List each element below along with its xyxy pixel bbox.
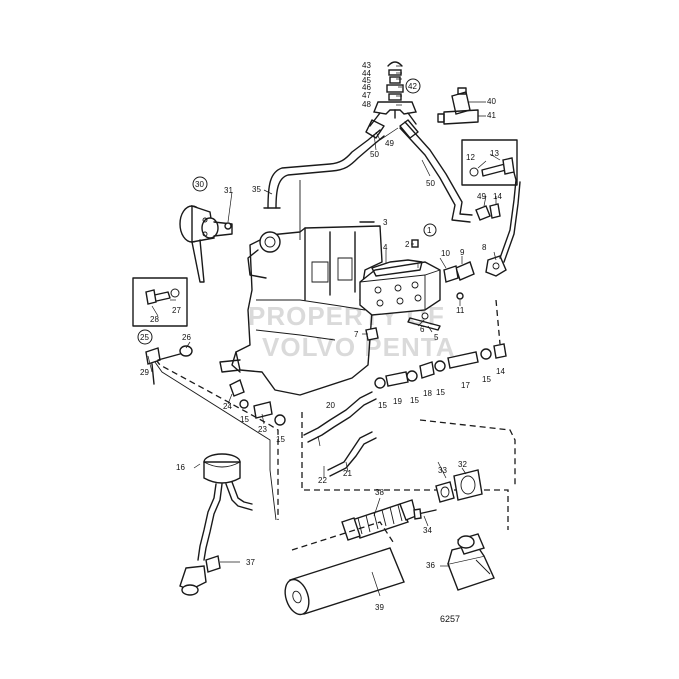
bolt-kit-12-13 (461, 139, 518, 186)
bolt-kit-27-28 (132, 277, 188, 327)
bolt-31 (224, 222, 232, 230)
callout-21: 21 (343, 469, 352, 478)
callout-11: 11 (456, 306, 465, 315)
muffler-39 (284, 521, 405, 616)
bolt-34 (413, 508, 437, 520)
callout-43: 43 (362, 61, 371, 70)
callout-17: 17 (461, 381, 470, 390)
callout-12: 12 (466, 153, 475, 162)
filter-16 (179, 453, 253, 596)
callout-50-right: 50 (426, 179, 435, 188)
callout-16: 16 (176, 463, 185, 472)
hose-38 (341, 499, 417, 541)
left-couplings (229, 379, 286, 426)
hose-35 (263, 129, 385, 240)
callout-28: 28 (150, 315, 159, 324)
callout-labels: 1 2 3 4 5 6 7 8 9 10 11 12 13 14 14 15 1… (140, 61, 505, 612)
callout-25: 25 (140, 333, 149, 342)
callout-35: 35 (252, 185, 261, 194)
callout-15-b: 15 (410, 396, 419, 405)
callout-14-bottom: 14 (496, 367, 505, 376)
leader-lines (147, 65, 501, 597)
callout-15-c: 15 (436, 388, 445, 397)
callout-3: 3 (383, 218, 388, 227)
callout-31: 31 (224, 186, 233, 195)
fittings-8-9-10 (443, 164, 521, 283)
callout-ring-42 (405, 78, 421, 94)
valve-40-41 (437, 87, 479, 125)
callout-41: 41 (487, 111, 496, 120)
callout-15-e: 15 (240, 415, 249, 424)
callout-36: 36 (426, 561, 435, 570)
fitting-25-26-29 (145, 345, 193, 385)
callout-4: 4 (383, 243, 388, 252)
callout-32: 32 (458, 460, 467, 469)
figure-number: 6257 (440, 614, 460, 624)
circled-callouts (137, 78, 437, 345)
callout-19: 19 (393, 397, 402, 406)
callout-15-f: 15 (276, 435, 285, 444)
callout-38: 38 (375, 488, 384, 497)
callout-ring-1 (423, 223, 437, 237)
bolt-11 (456, 292, 464, 300)
callout-46: 46 (362, 83, 371, 92)
nuts-49-14 (475, 203, 501, 221)
callout-7: 7 (354, 330, 359, 339)
callout-33: 33 (438, 466, 447, 475)
callout-8: 8 (482, 243, 487, 252)
callout-26: 26 (182, 333, 191, 342)
callout-15-d: 15 (482, 375, 491, 384)
callout-45: 45 (362, 76, 371, 85)
callout-37: 37 (246, 558, 255, 567)
callout-49-top: 49 (385, 139, 394, 148)
callout-48: 48 (362, 100, 371, 109)
callout-9: 9 (460, 248, 465, 257)
callout-2: 2 (405, 240, 410, 249)
callout-ring-25 (137, 329, 153, 345)
housing-36 (447, 533, 495, 591)
callout-5: 5 (434, 333, 439, 342)
callout-27: 27 (172, 306, 181, 315)
callout-49-right: 49 (477, 192, 486, 201)
engine-block (219, 225, 383, 396)
callout-40: 40 (487, 97, 496, 106)
fitting-7 (365, 327, 379, 341)
callout-34: 34 (423, 526, 432, 535)
callout-13: 13 (490, 149, 499, 158)
callout-50-left: 50 (370, 150, 379, 159)
pipe-50-right (399, 121, 473, 223)
callout-15-a: 15 (378, 401, 387, 410)
callout-6: 6 (420, 325, 425, 334)
pipe-chain-15-19 (374, 343, 507, 389)
callout-ring-30 (192, 176, 208, 192)
callout-47: 47 (362, 91, 371, 100)
callout-30: 30 (195, 180, 204, 189)
manifold-4 (359, 259, 441, 316)
callout-14-top: 14 (493, 192, 502, 201)
callout-44: 44 (362, 69, 371, 78)
pump-30 (179, 205, 233, 283)
callout-39: 39 (375, 603, 384, 612)
callout-18: 18 (423, 389, 432, 398)
fitting-cluster-43-48 (365, 61, 419, 139)
callout-20: 20 (326, 401, 335, 410)
callout-24: 24 (223, 402, 232, 411)
flange-32-33 (435, 469, 483, 503)
dashed-routes (149, 299, 516, 530)
callout-42: 42 (408, 82, 417, 91)
callout-10: 10 (441, 249, 450, 258)
callout-22: 22 (318, 476, 327, 485)
watermark-line-2: VOLVO PENTA (262, 332, 456, 362)
callout-29: 29 (140, 368, 149, 377)
callout-1: 1 (427, 226, 432, 235)
hose-20-21 (303, 391, 377, 477)
bolt-5-6 (407, 312, 441, 331)
callout-23: 23 (258, 425, 267, 434)
